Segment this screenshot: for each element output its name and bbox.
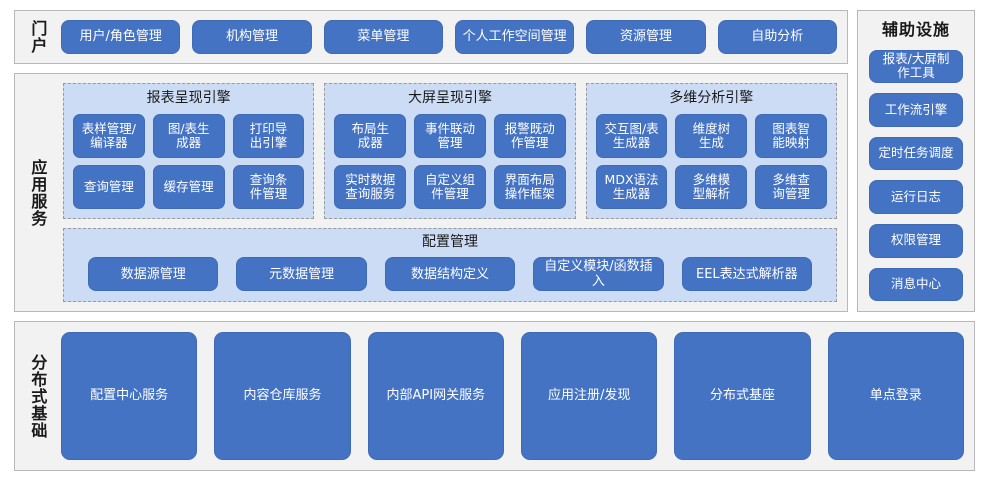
portal-item-menu-management[interactable]: 菜单管理 [323, 20, 443, 54]
engine-item-mdx-syntax-generator[interactable]: MDX语法 生成器 [595, 165, 668, 210]
configuration-management-row: 数据源管理 元数据管理 数据结构定义 自定义模块/函数插入 EEL表达式解析器 [74, 257, 826, 292]
application-services-body: 报表呈现引擎 表样管理/ 编译器 图/表生 成器 打印导 出引擎 查询管理 缓存… [59, 74, 847, 311]
engine-large-screen-rendering: 大屏呈现引擎 布局生 成器 事件联动 管理 报警既动 作管理 实时数据 查询服务… [324, 83, 576, 220]
config-item-metadata-management[interactable]: 元数据管理 [236, 257, 367, 292]
infra-item-content-repository-service[interactable]: 内容仓库服务 [214, 332, 351, 460]
infra-item-single-sign-on[interactable]: 单点登录 [827, 332, 964, 460]
engine-item-layout-generator[interactable]: 布局生 成器 [334, 114, 407, 159]
engine-grid-row: 表样管理/ 编译器 图/表生 成器 打印导 出引擎 [73, 114, 305, 159]
infra-item-configuration-center-service[interactable]: 配置中心服务 [61, 332, 198, 460]
config-item-data-source-management[interactable]: 数据源管理 [88, 257, 219, 292]
engine-report-rendering: 报表呈现引擎 表样管理/ 编译器 图/表生 成器 打印导 出引擎 查询管理 缓存… [63, 83, 315, 220]
engine-grid-row: 交互图/表 生成器 维度树 生成 图表智 能映射 [595, 114, 827, 159]
engine-item-query-condition-management[interactable]: 查询条 件管理 [232, 165, 305, 210]
aux-item-report-large-screen-authoring-tool[interactable]: 报表/大屏制 作工具 [869, 49, 963, 84]
engine-grid-row: 布局生 成器 事件联动 管理 报警既动 作管理 [334, 114, 566, 159]
aux-item-scheduled-task-scheduling[interactable]: 定时任务调度 [869, 136, 963, 171]
engine-item-chart-table-generator[interactable]: 图/表生 成器 [152, 114, 225, 159]
left-stack: 门户 用户/角色管理 机构管理 菜单管理 个人工作空间管理 资源管理 自助分析 … [14, 10, 848, 313]
configuration-management-panel: 配置管理 数据源管理 元数据管理 数据结构定义 自定义模块/函数插入 EEL表达… [63, 228, 837, 303]
portal-item-personal-workspace-management[interactable]: 个人工作空间管理 [454, 20, 575, 54]
aux-item-message-center[interactable]: 消息中心 [869, 267, 963, 302]
portal-section: 门户 用户/角色管理 机构管理 菜单管理 个人工作空间管理 资源管理 自助分析 [14, 10, 848, 64]
distributed-infrastructure-section-label: 分布式基础 [28, 353, 48, 439]
engine-title-large-screen-rendering: 大屏呈现引擎 [407, 90, 492, 106]
engine-item-interactive-chart-table-generator[interactable]: 交互图/表 生成器 [595, 114, 668, 159]
portal-item-user-role-management[interactable]: 用户/角色管理 [61, 20, 181, 54]
engine-item-report-template-management-compiler[interactable]: 表样管理/ 编译器 [73, 114, 145, 159]
config-item-eel-expression-parser[interactable]: EEL表达式解析器 [681, 257, 813, 292]
engine-item-event-linkage-management[interactable]: 事件联动 管理 [414, 114, 486, 159]
engine-item-multidimensional-query-management[interactable]: 多维查 询管理 [755, 165, 827, 210]
engine-item-realtime-data-query-service[interactable]: 实时数据 查询服务 [334, 165, 407, 210]
engine-item-cache-management[interactable]: 缓存管理 [152, 165, 225, 210]
engine-item-dimension-tree-generation[interactable]: 维度树 生成 [675, 114, 748, 159]
auxiliary-facilities-section: 辅助设施 报表/大屏制 作工具 工作流引擎 定时任务调度 运行日志 权限管理 消… [857, 10, 975, 313]
distributed-infrastructure-body: 配置中心服务 内容仓库服务 内部API网关服务 应用注册/发现 分布式基座 单点… [59, 322, 974, 470]
engine-row: 报表呈现引擎 表样管理/ 编译器 图/表生 成器 打印导 出引擎 查询管理 缓存… [63, 83, 837, 220]
auxiliary-facilities-list: 报表/大屏制 作工具 工作流引擎 定时任务调度 运行日志 权限管理 消息中心 [869, 49, 963, 302]
auxiliary-facilities-title: 辅助设施 [881, 20, 950, 39]
distributed-infrastructure-section: 分布式基础 配置中心服务 内容仓库服务 内部API网关服务 应用注册/发现 分布… [14, 321, 975, 471]
engine-item-print-export-engine[interactable]: 打印导 出引擎 [232, 114, 305, 159]
config-item-custom-module-function-insertion[interactable]: 自定义模块/函数插入 [533, 257, 664, 292]
portal-button-row: 用户/角色管理 机构管理 菜单管理 个人工作空间管理 资源管理 自助分析 [59, 11, 847, 63]
engine-grid-multidimensional-analysis: 交互图/表 生成器 维度树 生成 图表智 能映射 MDX语法 生成器 多维模 型… [595, 114, 827, 210]
engine-grid-row: 查询管理 缓存管理 查询条 件管理 [73, 165, 305, 210]
portal-item-self-service-analysis[interactable]: 自助分析 [717, 20, 837, 54]
config-item-data-structure-definition[interactable]: 数据结构定义 [384, 257, 516, 292]
engine-item-multidimensional-model-parsing[interactable]: 多维模 型解析 [675, 165, 748, 210]
aux-item-runtime-log[interactable]: 运行日志 [869, 180, 963, 214]
portal-item-organization-management[interactable]: 机构管理 [192, 20, 312, 54]
engine-item-chart-smart-mapping[interactable]: 图表智 能映射 [755, 114, 827, 159]
engine-title-report-rendering: 报表呈现引擎 [146, 90, 231, 106]
aux-item-permission-management[interactable]: 权限管理 [869, 223, 963, 258]
infra-item-distributed-base[interactable]: 分布式基座 [674, 332, 811, 460]
portal-section-label: 门户 [28, 20, 48, 54]
engine-grid-row: 实时数据 查询服务 自定义组 件管理 界面布局 操作框架 [334, 165, 566, 210]
engine-item-alarm-action-management[interactable]: 报警既动 作管理 [493, 114, 566, 159]
aux-item-workflow-engine[interactable]: 工作流引擎 [869, 93, 963, 127]
engine-item-ui-layout-operation-framework[interactable]: 界面布局 操作框架 [493, 165, 566, 210]
engine-grid-row: MDX语法 生成器 多维模 型解析 多维查 询管理 [595, 165, 827, 210]
application-services-section-label: 应用服务 [28, 158, 48, 227]
engine-title-multidimensional-analysis: 多维分析引擎 [669, 90, 754, 106]
application-services-section: 应用服务 报表呈现引擎 表样管理/ 编译器 图/表生 成器 打印导 出引擎 [14, 73, 848, 313]
engine-grid-large-screen-rendering: 布局生 成器 事件联动 管理 报警既动 作管理 实时数据 查询服务 自定义组 件… [334, 114, 566, 210]
engine-item-query-management[interactable]: 查询管理 [73, 165, 145, 210]
configuration-management-title: 配置管理 [422, 234, 478, 251]
engine-multidimensional-analysis: 多维分析引擎 交互图/表 生成器 维度树 生成 图表智 能映射 MDX语法 生成… [585, 83, 837, 220]
engine-item-custom-component-management[interactable]: 自定义组 件管理 [414, 165, 486, 210]
top-area: 门户 用户/角色管理 机构管理 菜单管理 个人工作空间管理 资源管理 自助分析 … [14, 10, 975, 313]
engine-grid-report-rendering: 表样管理/ 编译器 图/表生 成器 打印导 出引擎 查询管理 缓存管理 查询条 … [73, 114, 305, 210]
infra-item-internal-api-gateway-service[interactable]: 内部API网关服务 [367, 332, 504, 460]
portal-item-resource-management[interactable]: 资源管理 [586, 20, 706, 54]
infra-item-application-registration-discovery[interactable]: 应用注册/发现 [520, 332, 658, 460]
